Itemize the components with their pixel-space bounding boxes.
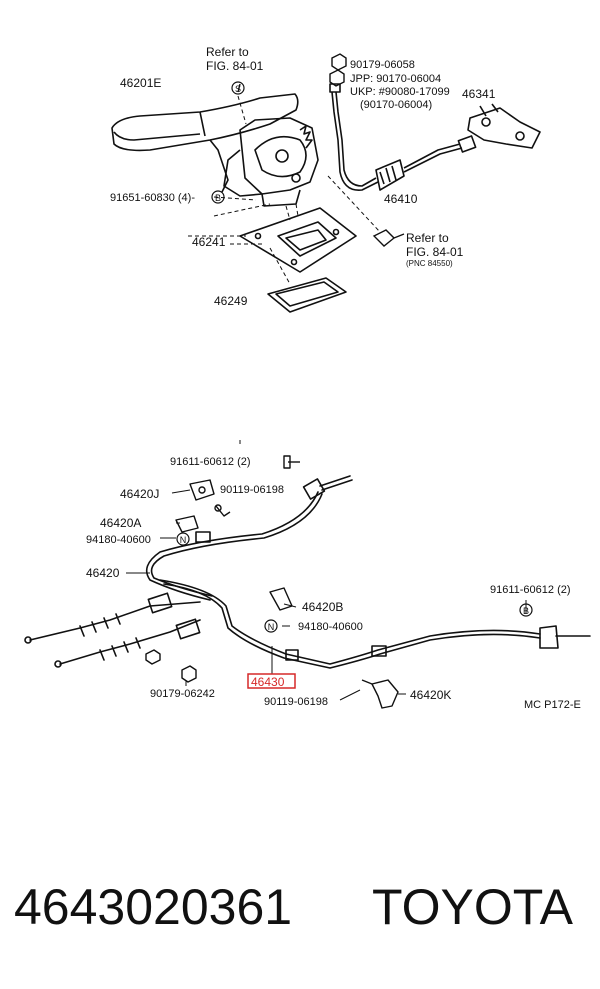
part-label-91651-60830[interactable]: 91651-60830 (4)- xyxy=(110,192,195,204)
boot-drawing xyxy=(267,277,347,313)
callout-n-left: N xyxy=(176,532,190,546)
leader-lines-top xyxy=(188,95,381,285)
callout-s-label: S xyxy=(235,84,241,94)
callout-n-label: N xyxy=(268,622,275,632)
part-label-46420A[interactable]: 46420A xyxy=(100,516,141,530)
figure-code: MC P172-E xyxy=(524,699,581,711)
part-label-91611-60612-right[interactable]: 91611-60612 (2) xyxy=(490,584,571,596)
refer-to-label-1[interactable]: Refer to xyxy=(206,45,249,59)
part-label-90170-06004[interactable]: (90170-06004) xyxy=(360,99,432,111)
part-label-90119-06198-top[interactable]: 90119-06198 xyxy=(220,484,284,496)
part-label-46420J[interactable]: 46420J xyxy=(120,487,159,501)
part-label-ukp-90080-17099[interactable]: UKP: #90080-17099 xyxy=(350,86,450,98)
refer-fig-label-1[interactable]: FIG. 84-01 xyxy=(206,59,264,73)
equalizer-drawing xyxy=(467,103,541,149)
highlight-box xyxy=(247,673,296,689)
mounting-plate-drawing xyxy=(239,207,357,273)
part-label-46249[interactable]: 46249 xyxy=(214,294,248,308)
part-label-46410[interactable]: 46410 xyxy=(384,192,418,206)
footer-brand: TOYOTA xyxy=(372,879,573,935)
callout-b-right: B xyxy=(519,603,533,617)
refer-fig-label-2[interactable]: FIG. 84-01 xyxy=(406,245,464,259)
callout-b-label: B xyxy=(523,606,529,616)
part-label-94180-40600-right[interactable]: 94180-40600 xyxy=(298,621,363,633)
callout-b-top: B xyxy=(211,190,225,204)
callout-s-top: S xyxy=(231,81,245,95)
lever-assembly-drawing xyxy=(111,93,319,207)
part-label-46201E[interactable]: 46201E xyxy=(120,76,161,90)
part-label-46341[interactable]: 46341 xyxy=(462,87,496,101)
part-label-90179-06242[interactable]: 90179-06242 xyxy=(150,688,215,700)
part-label-46420K[interactable]: 46420K xyxy=(410,688,451,702)
part-label-46420[interactable]: 46420 xyxy=(86,566,120,580)
footer-part-number: 4643020361 xyxy=(14,879,293,935)
rear-cables-drawing xyxy=(24,475,591,669)
part-label-91611-60612-left[interactable]: 91611-60612 (2) xyxy=(170,456,251,468)
highlighted-part-46430[interactable]: 46430 xyxy=(247,673,296,689)
front-cable-drawing xyxy=(329,83,477,191)
part-label-46241[interactable]: 46241 xyxy=(192,235,226,249)
callout-b-label: B xyxy=(215,193,221,203)
part-label-46430[interactable]: 46430 xyxy=(251,675,285,689)
part-label-90119-06198-bottom[interactable]: 90119-06198 xyxy=(264,696,328,708)
part-label-jpp-90170-06004[interactable]: JPP: 90170-06004 xyxy=(350,73,441,85)
callout-n-label: N xyxy=(180,535,187,545)
leader-lines-bottom xyxy=(126,440,527,701)
part-label-90179-06058[interactable]: 90179-06058 xyxy=(350,59,415,71)
refer-to-label-2[interactable]: Refer to xyxy=(406,231,449,245)
part-label-46420B[interactable]: 46420B xyxy=(302,600,343,614)
callout-n-right: N xyxy=(264,619,278,633)
part-label-94180-40600-left[interactable]: 94180-40600 xyxy=(86,534,151,546)
pnc-label: (PNC 84550) xyxy=(406,259,453,268)
nuts-top-drawing xyxy=(237,53,405,247)
